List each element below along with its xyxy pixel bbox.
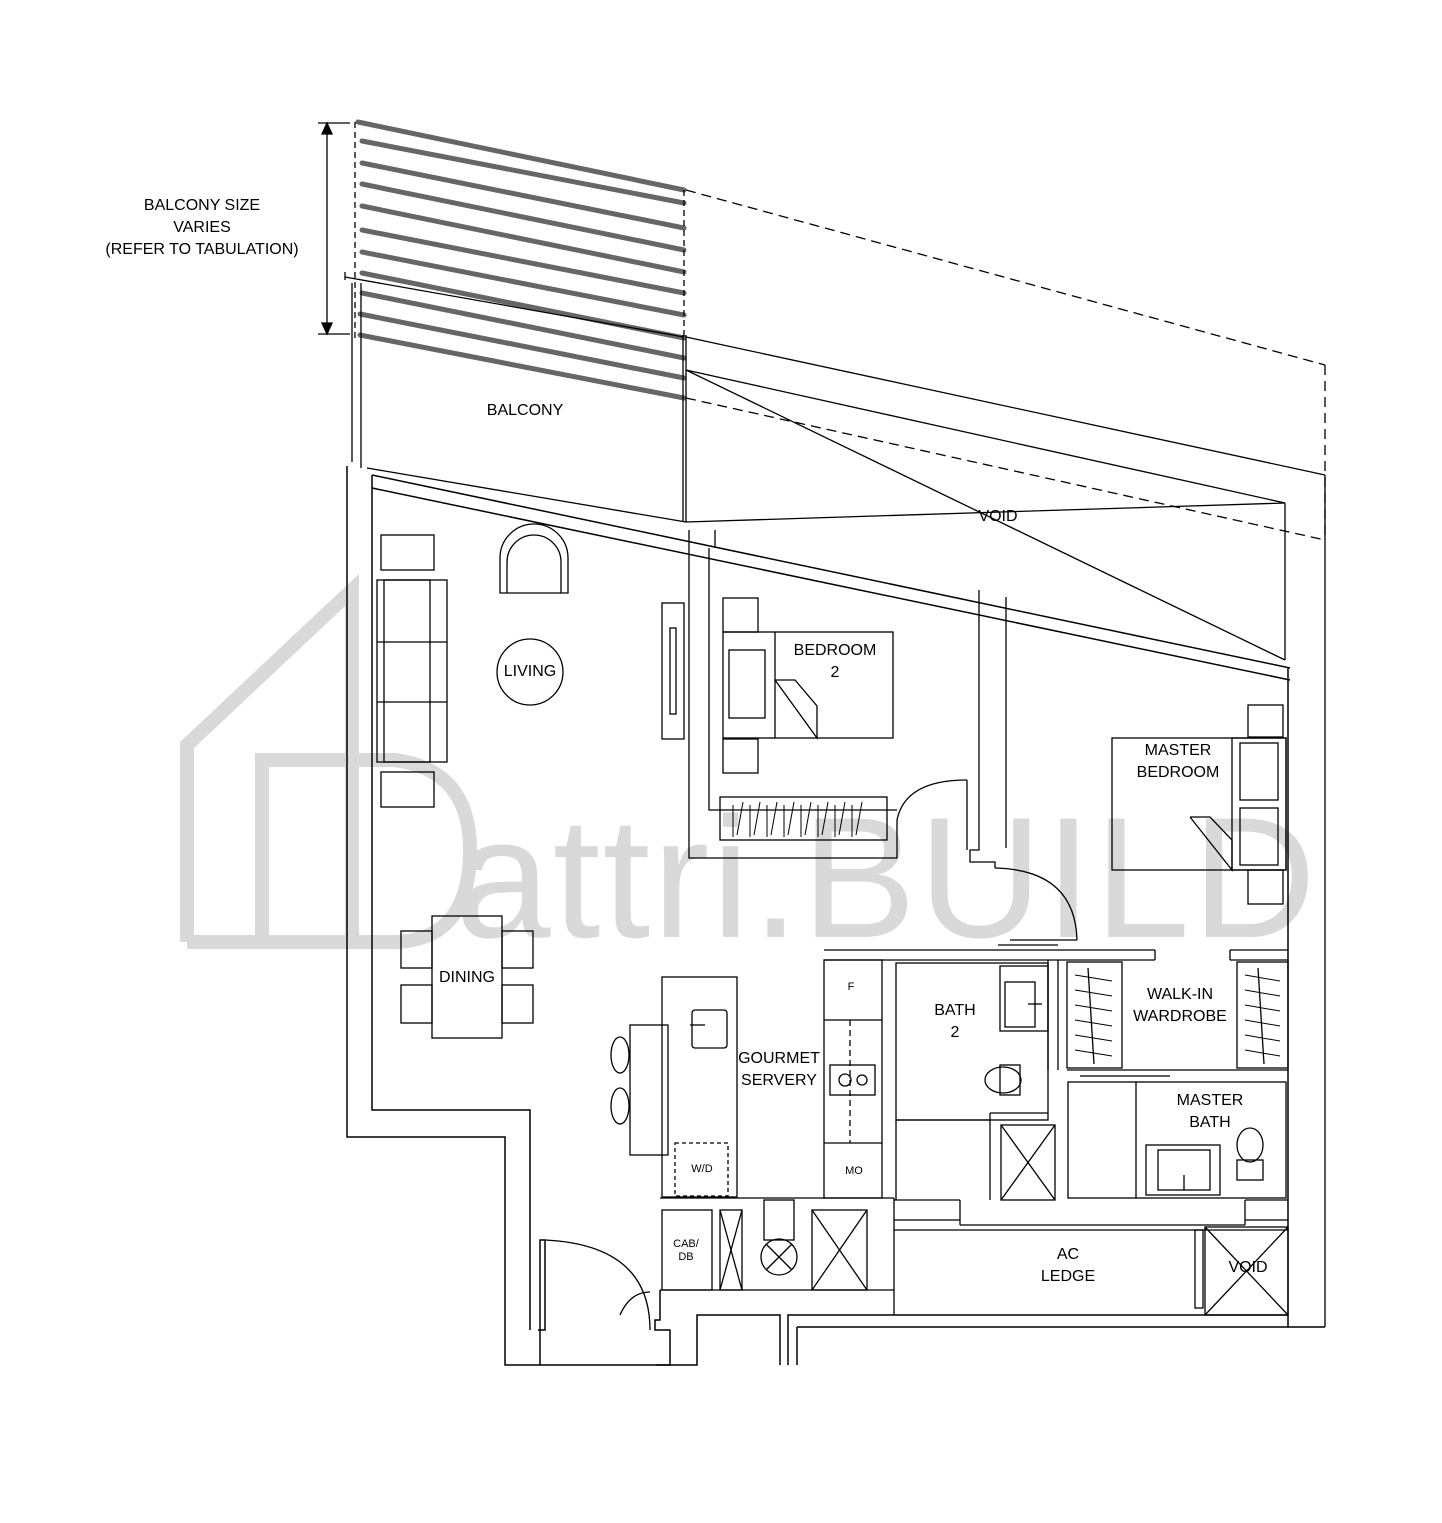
walk-in-line1: WALK-IN bbox=[1146, 986, 1214, 1003]
bedroom-2 bbox=[688, 530, 968, 859]
watermark-d-shape bbox=[352, 753, 478, 949]
label-dining: DINING bbox=[439, 969, 495, 986]
master-bath bbox=[1067, 1081, 1287, 1199]
dining-table bbox=[400, 915, 534, 1039]
void-projection-dashed bbox=[685, 189, 1326, 541]
ac-ledge bbox=[894, 1199, 1289, 1316]
bath-2 bbox=[895, 962, 1056, 1201]
cab-line1: CAB/ bbox=[673, 1238, 699, 1250]
apartment-outline bbox=[346, 466, 1325, 1366]
label-master-bedroom: MASTER BEDROOM bbox=[1118, 740, 1238, 784]
service-row bbox=[660, 1197, 895, 1315]
walk-in-line2: WARDROBE bbox=[1133, 1008, 1227, 1025]
label-master-bath: MASTER BATH bbox=[1150, 1090, 1270, 1134]
label-balcony: BALCONY bbox=[486, 402, 564, 419]
cab-line2: DB bbox=[678, 1251, 694, 1263]
label-bath-2: BATH 2 bbox=[915, 1000, 995, 1044]
void-projection-solid bbox=[685, 336, 1326, 1327]
master-bedroom bbox=[1111, 704, 1287, 905]
balcony-frame bbox=[344, 122, 687, 523]
bath-2-line1: BATH bbox=[934, 1002, 976, 1019]
watermark-house-inner bbox=[255, 753, 352, 942]
master-bath-line1: MASTER bbox=[1176, 1092, 1244, 1109]
bath-2-line2: 2 bbox=[950, 1024, 960, 1041]
entrance-door bbox=[544, 1239, 651, 1331]
watermark-house-outline bbox=[180, 573, 359, 949]
gourmet-servery bbox=[610, 959, 883, 1199]
balcony-note-line3: (REFER TO TABULATION) bbox=[105, 241, 299, 258]
balcony-note-line1: BALCONY SIZE bbox=[143, 197, 261, 214]
bedroom-partition bbox=[969, 590, 1078, 941]
label-bedroom-2: BEDROOM 2 bbox=[775, 640, 895, 684]
gourmet-line1: GOURMET bbox=[738, 1050, 820, 1067]
label-gourmet-servery: GOURMET SERVERY bbox=[724, 1048, 834, 1092]
label-void-top: VOID bbox=[978, 508, 1018, 525]
living-furniture bbox=[376, 523, 685, 808]
balcony-note-line2: VARIES bbox=[173, 219, 231, 236]
ac-ledge-line2: LEDGE bbox=[1040, 1268, 1096, 1285]
balcony-size-note: BALCONY SIZE VARIES (REFER TO TABULATION… bbox=[82, 195, 322, 261]
label-microwave: MO bbox=[845, 1165, 863, 1177]
ac-ledge-line1: AC bbox=[1056, 1246, 1080, 1263]
watermark-text: attri.BUILD bbox=[455, 782, 1319, 974]
label-fridge: F bbox=[847, 981, 855, 993]
label-washer-dryer: W/D bbox=[691, 1163, 713, 1175]
label-ac-ledge: AC LEDGE bbox=[1028, 1244, 1108, 1288]
balcony-dimension-line bbox=[318, 121, 350, 336]
label-cab-db: CAB/ DB bbox=[664, 1238, 708, 1264]
bedroom-2-line1: BEDROOM bbox=[793, 642, 877, 659]
central-walls bbox=[824, 944, 1288, 961]
label-walk-in-wardrobe: WALK-IN WARDROBE bbox=[1122, 984, 1238, 1028]
master-bedroom-line2: BEDROOM bbox=[1136, 764, 1220, 781]
label-void-bottom: VOID bbox=[1228, 1259, 1268, 1276]
gourmet-line2: SERVERY bbox=[741, 1072, 817, 1089]
bedroom-2-line2: 2 bbox=[830, 664, 840, 681]
balcony-railing bbox=[355, 119, 687, 401]
master-bath-line2: BATH bbox=[1189, 1114, 1231, 1131]
label-living: LIVING bbox=[503, 663, 557, 680]
master-bedroom-line1: MASTER bbox=[1144, 742, 1212, 759]
